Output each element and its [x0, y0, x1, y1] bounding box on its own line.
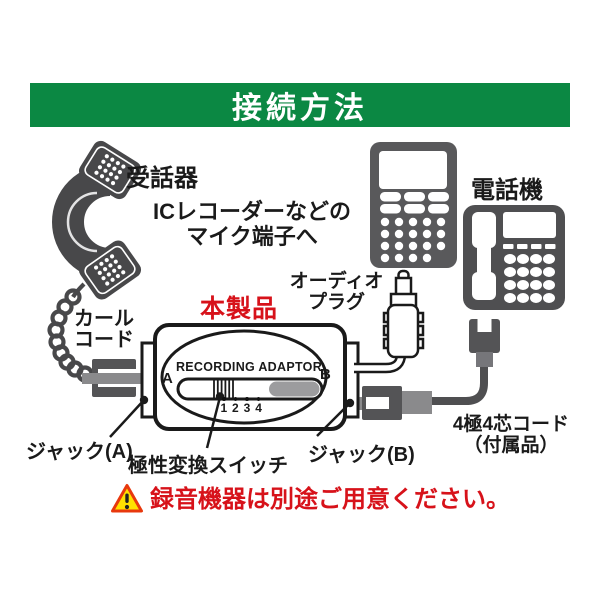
- phone-plug-icon: [469, 317, 500, 367]
- warning-text: 録音機器は別途ご用意ください。: [150, 486, 510, 513]
- recorder-note-label: ICレコーダーなどの マイク端子へ: [152, 199, 351, 249]
- polarity-switch: [176, 377, 324, 401]
- telephone-icon: [463, 205, 565, 310]
- position-dot: [222, 397, 226, 401]
- switch-position-scale: 1 2 3 4: [218, 397, 264, 414]
- handset-icon: [52, 140, 142, 300]
- adaptor-name: RECORDING ADAPTOR: [175, 360, 323, 374]
- accessory-cord: [351, 317, 500, 420]
- ic-recorder-icon: [370, 142, 457, 268]
- position-dot: [256, 397, 261, 401]
- side-a-mark: A: [162, 370, 173, 387]
- switch-position: 3: [241, 397, 253, 414]
- warning-icon: [111, 484, 143, 513]
- jack-a-label: ジャック(A): [26, 441, 133, 463]
- position-dot: [245, 397, 249, 401]
- polarity-switch-label: 極性変換スイッチ: [128, 455, 288, 477]
- side-b-mark: B: [320, 366, 331, 383]
- phone-label: 電話機: [471, 177, 543, 204]
- switch-position: 1: [218, 397, 230, 414]
- accessory-cord-label: 4極4芯コード （付属品）: [452, 414, 570, 456]
- switch-position: 4: [253, 397, 265, 414]
- handset-label: 受話器: [126, 165, 198, 192]
- warning-note: 録音機器は別途ご用意ください。: [110, 483, 510, 516]
- audio-cable: [354, 269, 425, 374]
- leader-lines: [109, 392, 355, 449]
- recording-adaptor: [140, 323, 360, 431]
- section-title: 接続方法: [232, 92, 368, 125]
- jack-b-label: ジャック(B): [308, 444, 415, 466]
- product-label: 本製品: [200, 295, 279, 323]
- curl-cord-label: カール コード: [74, 308, 134, 351]
- audio-plug-icon: [382, 269, 425, 359]
- position-dot: [233, 397, 238, 401]
- modular-plug-b-icon: [351, 386, 432, 420]
- switch-position: 2: [230, 397, 242, 414]
- section-banner: 接続方法: [30, 83, 570, 127]
- audio-plug-label: オーディオ プラグ: [289, 271, 384, 313]
- modular-plug-a-icon: [82, 359, 150, 397]
